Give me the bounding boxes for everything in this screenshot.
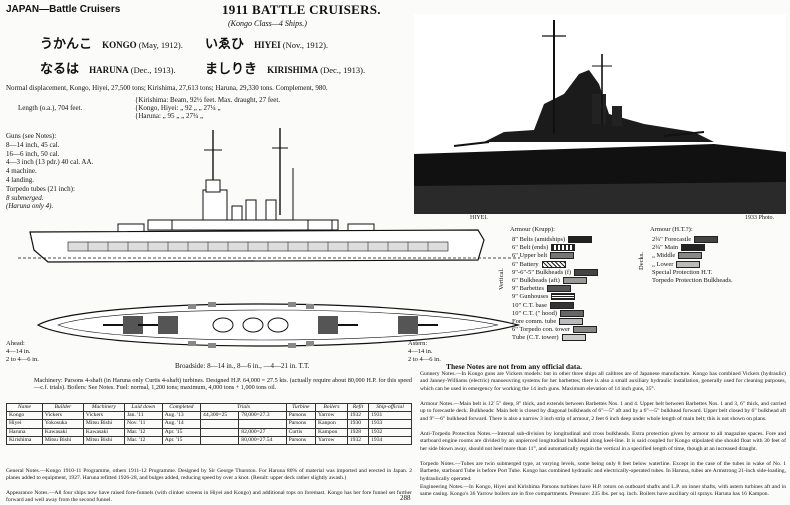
legend-item: 6" Belt (ends) — [512, 244, 598, 252]
kana-name: うかんこ — [40, 37, 93, 52]
armament-line: 16—6 inch, 50 cal. — [6, 149, 60, 158]
armament-line: 4—3 inch (13 pdr.) 40 cal. AA. — [6, 158, 94, 167]
ship-name: KONGO — [102, 40, 137, 50]
ship-date: (Dec., 1913). — [130, 65, 176, 75]
armour-ht-legend: 2¾" Forecastle 2¾" Main „ Middle „ Lower… — [652, 236, 733, 285]
ship-entry-hiyei: いゑひ HIYEI (Nov., 1912). — [205, 33, 328, 52]
builders-table: Name Builder Machinery Laid down Complet… — [6, 402, 412, 446]
anti-torpedo-notes: Anti-Torpedo Protection Notes.—Internal … — [420, 431, 786, 452]
legend-item: „ Middle — [652, 252, 733, 260]
legend-item: 10" C.T. (" hood) — [512, 310, 598, 318]
beam-row: {Kongo, Hiyei: „ 92 „ „ 27¼ „ — [135, 104, 221, 112]
torpedo-notes: Torpedo Notes.—Tubes are twin submerged … — [420, 461, 786, 482]
not-official-note: These Notes are not from any official da… — [446, 362, 582, 371]
legend-item: 9"-6"-5" Bulkheads (f) — [512, 269, 599, 277]
ship-entry-kongo: うかんこ KONGO (May, 1912). — [40, 33, 183, 52]
kana-name: ましりき — [205, 62, 258, 77]
appearance-notes: Appearance Notes.—All four ships now hav… — [6, 490, 412, 504]
page-title: 1911 BATTLE CRUISERS. — [222, 2, 381, 17]
ship-profile-drawing — [18, 128, 520, 263]
decks-label: Decks. — [638, 252, 645, 270]
class-subtitle: (Kongo Class—4 Ships.) — [228, 19, 307, 28]
machinery-text: Machinery: Parsons 4-shaft (in Haruna on… — [34, 377, 412, 392]
kana-name: なるは — [40, 62, 80, 77]
armament-title: Guns (see Notes): — [6, 132, 57, 140]
gunnery-notes: Gunnery Notes.—In Kongo guns are Vickers… — [420, 371, 786, 392]
photo-caption-right: 1933 Photo. — [745, 215, 775, 221]
ship-name: HARUNA — [89, 65, 129, 75]
general-notes: General Notes.—Kongo 1910-11 Programme, … — [6, 468, 412, 482]
legend-item: Tube (C.T. tower) — [512, 334, 598, 342]
legend-item: 6" Battery — [512, 261, 598, 269]
armament-block: Guns (see Notes): 8—14 inch, 45 cal. 16—… — [6, 132, 93, 211]
legend-item: 10" C.T. base — [512, 302, 598, 310]
legend-item: „ Lower — [652, 261, 733, 269]
armour-legend: 8" Belts (amidships) 6" Belt (ends) 6" U… — [512, 236, 599, 343]
astern-fire: Astern: 4—14 in. 2 to 4—6 in. — [408, 340, 441, 364]
armour-legend-title: Armour (Krupp): — [510, 226, 555, 233]
ship-name: HIYEI — [254, 40, 281, 50]
ship-date: (Nov., 1912). — [282, 40, 329, 50]
legend-item: 2¾" Main — [652, 244, 733, 252]
section-header: JAPAN—Battle Cruisers — [6, 4, 121, 15]
table-header-row: Name Builder Machinery Laid down Complet… — [6, 402, 412, 413]
legend-item: 6" Upper belt — [512, 252, 598, 260]
legend-item: Torpedo Protection Bulkheads. — [652, 277, 733, 285]
vertical-label: Vertical. — [498, 268, 505, 290]
beam-row: {Kirishima: Beam, 92½ feet. Max. draught… — [135, 96, 281, 104]
deck-plan-drawing — [36, 302, 521, 348]
legend-item: 9" Barbettes — [512, 285, 598, 293]
ship-entry-haruna: なるは HARUNA (Dec., 1913). — [40, 58, 176, 77]
legend-item: Special Protection H.T. — [652, 268, 713, 276]
legend-item: 9" Gunhouses — [512, 293, 598, 301]
armament-line: 8 submerged. — [6, 193, 44, 202]
ship-entry-kirishima: ましりき KIRISHIMA (Dec., 1913). — [205, 58, 365, 77]
engineering-notes: Engineering Notes.—In Kongo, Hiyei and K… — [420, 484, 786, 498]
armament-line: Torpedo tubes (21 inch): — [6, 184, 75, 193]
displacement-line: Normal displacement, Kongo, Hiyei, 27,50… — [6, 84, 328, 92]
ship-date: (May, 1912). — [138, 40, 183, 50]
legend-item: 2¾" Forecastle — [652, 236, 733, 244]
armament-line: 4 landing. — [6, 175, 34, 184]
armament-line: 4 machine. — [6, 167, 37, 176]
armour-ht-title: Armour (H.T.?): — [650, 226, 693, 233]
armour-notes: Armour Notes.—Main belt is 12' 5" deep, … — [420, 401, 786, 422]
legend-item: 6" Bulkheads (aft) — [512, 277, 598, 285]
armament-line: (Haruna only 4). — [6, 202, 54, 211]
ship-date: (Dec., 1913). — [320, 65, 366, 75]
ahead-fire: Ahead: 4—14 in. 2 to 4—6 in. — [6, 340, 39, 364]
page-number: 288 — [400, 494, 411, 502]
ship-name: KIRISHIMA — [267, 65, 319, 75]
photo-caption-left: HIYEI. — [470, 215, 488, 221]
beam-row: {Haruna: „ 95 „ „ 27¾ „ — [135, 112, 204, 120]
legend-item: 6" Torpedo con. tower — [512, 326, 598, 334]
armament-line: 8—14 inch, 45 cal. — [6, 140, 60, 149]
legend-item: Fore comm. tube — [512, 318, 598, 326]
legend-item: 8" Belts (amidships) — [512, 236, 598, 244]
ship-photograph — [414, 14, 786, 214]
broadside-line: Broadside: 8—14 in., 8—6 in., —4—21 in. … — [175, 362, 310, 370]
kana-name: いゑひ — [205, 37, 245, 52]
length-line: Length (o.a.), 704 feet. — [18, 104, 83, 112]
